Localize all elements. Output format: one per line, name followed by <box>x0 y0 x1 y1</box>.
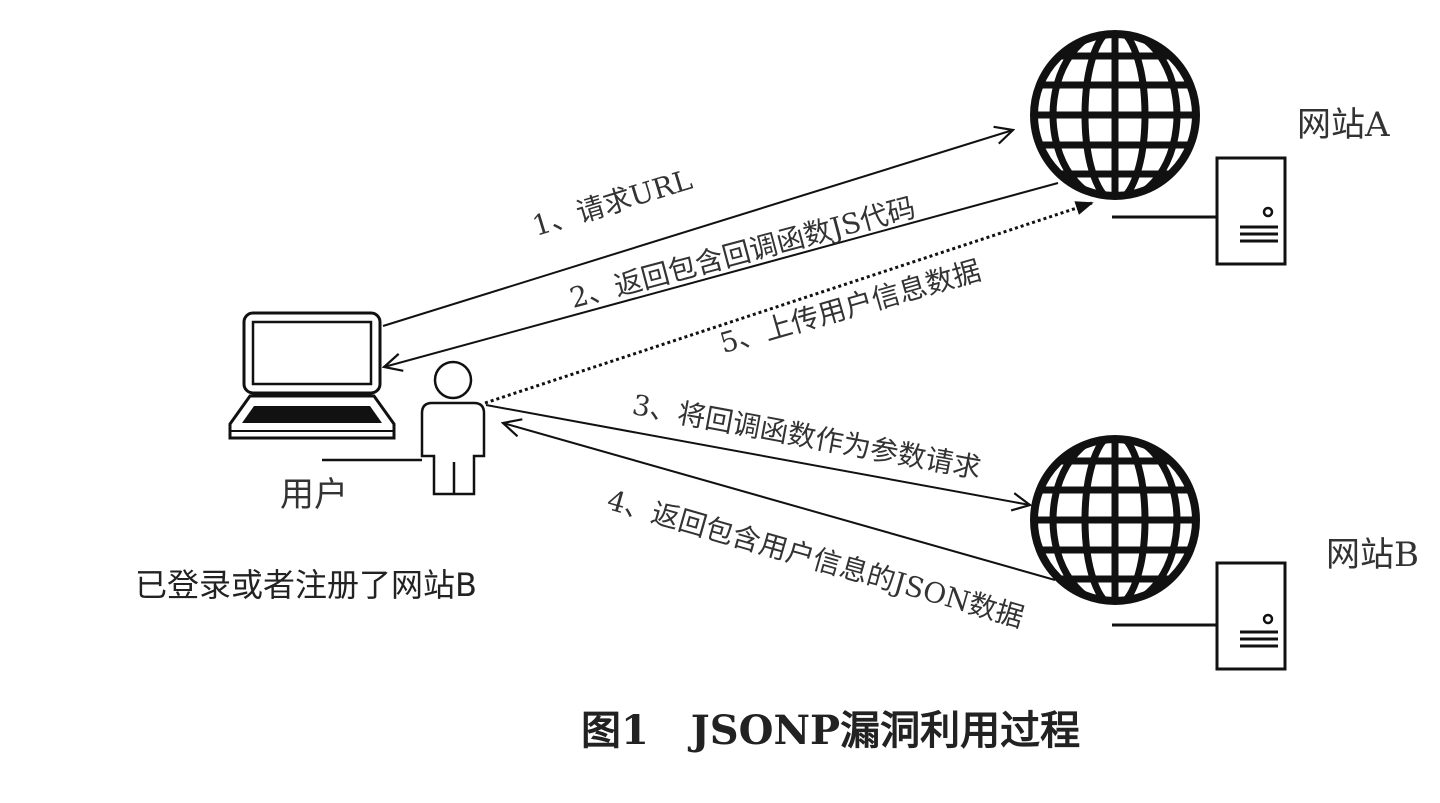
globe-a-icon <box>1030 30 1200 200</box>
step3-label: 3、将回调函数作为参数请求 <box>630 388 984 485</box>
site-a-label: 网站A <box>1297 105 1390 145</box>
site-b-label: 网站B <box>1326 535 1419 575</box>
arrow-step2-return-js <box>384 182 1059 367</box>
user-label: 用户 <box>280 475 348 515</box>
figure-title: JSONP漏洞利用过程 <box>688 707 1080 754</box>
laptop-icon <box>228 311 396 440</box>
arrow-step3-callback-request <box>485 404 1030 505</box>
step5-label: 5、上传用户信息数据 <box>716 254 984 360</box>
figure-caption: 图1 JSONP漏洞利用过程 <box>581 707 1080 754</box>
logged-in-note: 已登录或者注册了网站B <box>135 566 477 604</box>
step4-label: 4、返回包含用户信息的JSON数据 <box>604 484 1028 635</box>
step1-label: 1、请求URL <box>528 163 696 243</box>
arrow-step4-return-json <box>503 423 1056 581</box>
user-person-icon <box>322 360 486 496</box>
arrow-step5-upload-data <box>484 201 1094 405</box>
server-a-icon <box>1112 156 1287 266</box>
figure-number: 图1 <box>581 707 649 754</box>
arrow-step1-request-url <box>382 130 1013 327</box>
globe-b-icon <box>1030 435 1200 605</box>
server-b-icon <box>1112 561 1287 671</box>
